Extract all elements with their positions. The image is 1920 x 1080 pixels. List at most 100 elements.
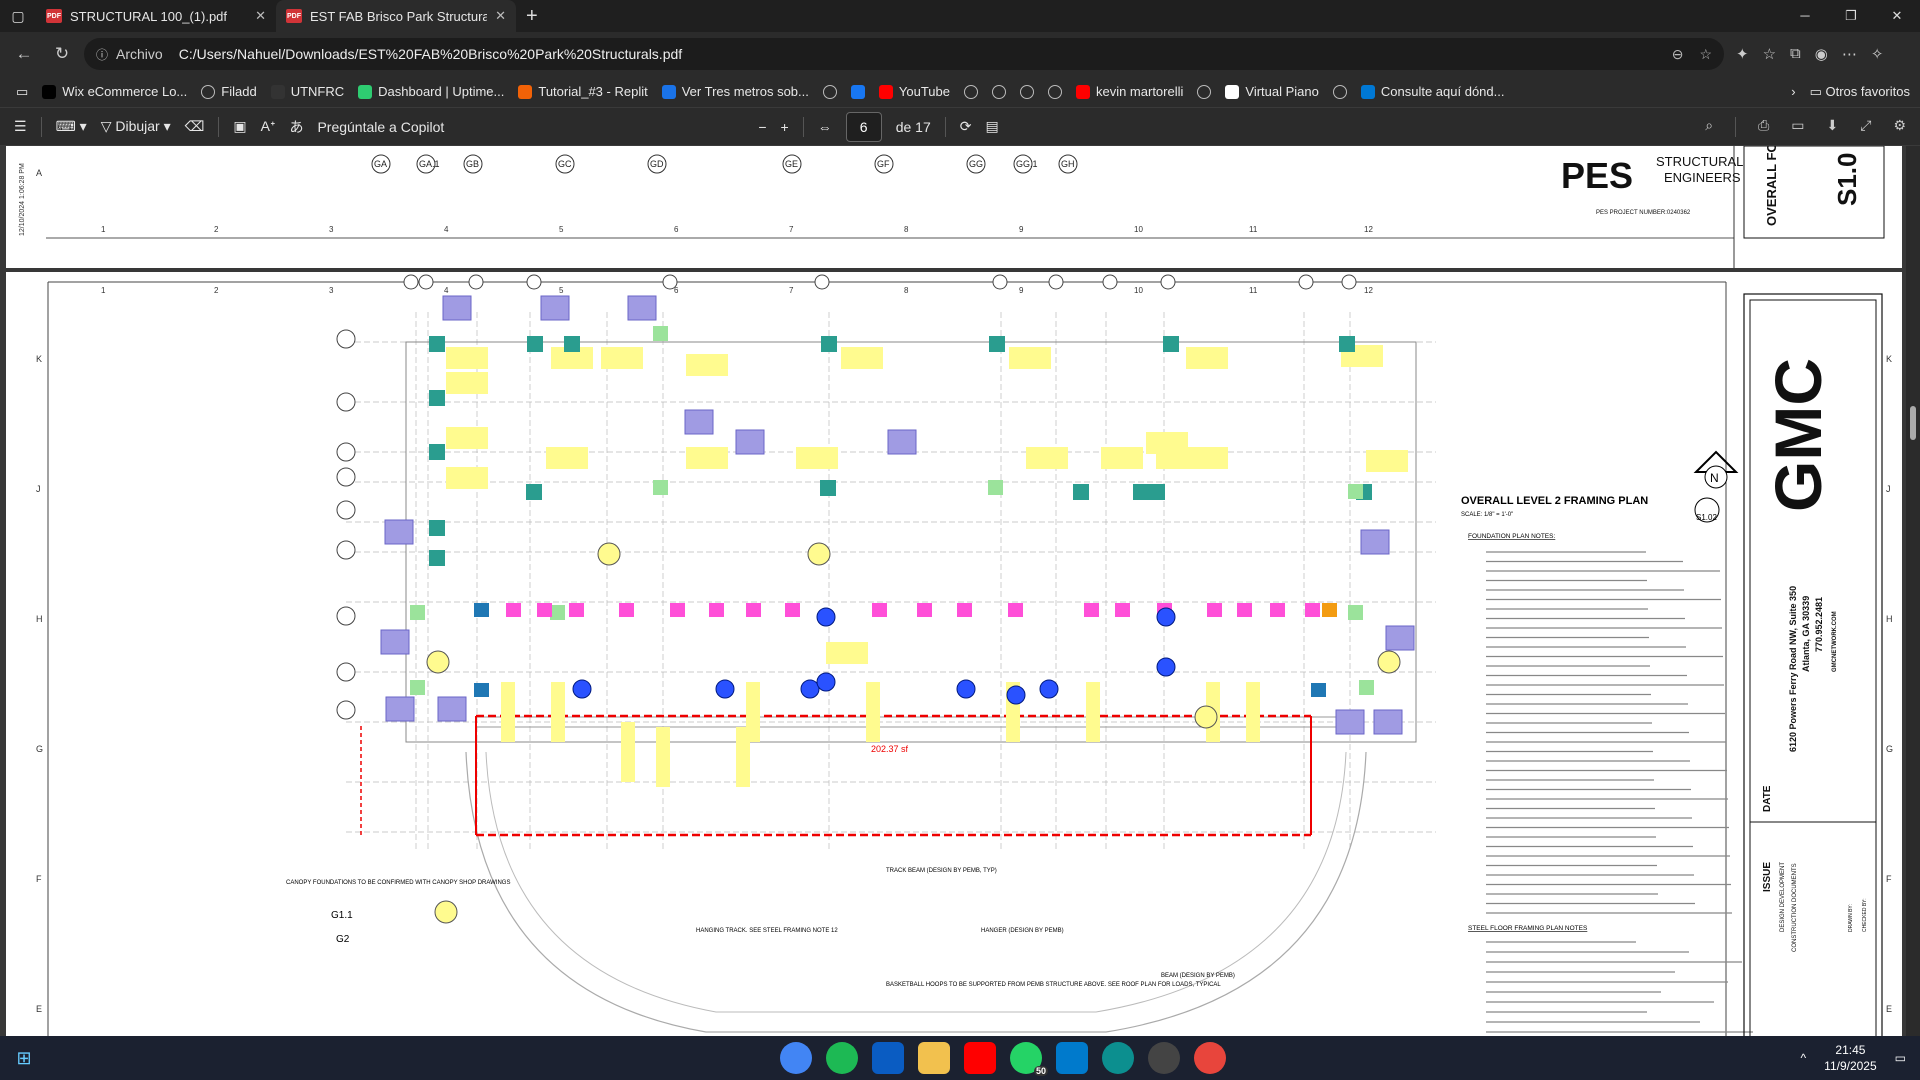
copilot-button[interactable]: Pregúntale a Copilot xyxy=(317,118,445,135)
bookmark-item[interactable]: kevin martorelli xyxy=(1070,84,1189,99)
clock[interactable]: 21:45 11/9/2025 xyxy=(1824,1043,1877,1073)
hanger-note: HANGER (DESIGN BY PEMB) xyxy=(981,928,1064,934)
bookmark-item[interactable]: Virtual Piano xyxy=(1219,84,1324,99)
bookmark-icon xyxy=(1197,84,1212,99)
bookmarks-toggle-icon[interactable]: ▭ xyxy=(16,83,29,99)
bookmark-item[interactable] xyxy=(817,84,843,99)
bookmark-item[interactable] xyxy=(958,84,984,99)
favorites-icon[interactable]: ☆ xyxy=(1762,46,1777,63)
back-icon[interactable]: ← xyxy=(15,44,33,63)
restore-icon[interactable]: ❐ xyxy=(1845,8,1857,23)
close-tab-icon[interactable]: ✕ xyxy=(255,8,266,23)
notifications-icon[interactable]: ▭ xyxy=(1894,1051,1906,1065)
info-icon[interactable]: ⓘ xyxy=(96,47,109,62)
scrollbar-thumb[interactable] xyxy=(1910,406,1916,440)
plan-tag xyxy=(446,467,488,489)
text-icon[interactable]: ▣ xyxy=(233,118,247,134)
column-number: 6 xyxy=(674,225,679,234)
vscode-icon[interactable] xyxy=(1056,1042,1088,1074)
zoom-in-icon[interactable]: + xyxy=(780,118,789,135)
highlight-icon[interactable]: ⌨ ▾ xyxy=(55,118,87,134)
bookmark-item[interactable] xyxy=(986,84,1012,99)
youtube-icon[interactable] xyxy=(964,1042,996,1074)
translate-icon[interactable]: あ xyxy=(289,118,304,135)
collections-icon[interactable]: ⧉ xyxy=(1790,45,1801,62)
mail-icon[interactable] xyxy=(872,1042,904,1074)
bookmark-item[interactable]: Tutorial_#3 - Replit xyxy=(512,84,653,99)
spotify-icon[interactable] xyxy=(826,1042,858,1074)
chevron-right-icon[interactable]: › xyxy=(1791,84,1796,99)
extensions-icon[interactable]: ✦ xyxy=(1736,46,1749,63)
fullscreen-icon[interactable]: ⤢ xyxy=(1860,116,1872,133)
bookmark-item[interactable] xyxy=(1014,84,1040,99)
track-beam-note: TRACK BEAM (DESIGN BY PEMB, TYP) xyxy=(886,868,997,874)
chatgpt-icon[interactable] xyxy=(1148,1042,1180,1074)
plan-tag xyxy=(1146,432,1188,454)
firm-logo: PES xyxy=(1561,155,1633,196)
address-line2: Atlanta, GA 30339 xyxy=(1801,596,1811,672)
bookmark-item[interactable]: Dashboard | Uptime... xyxy=(352,84,510,99)
contents-icon[interactable]: ☰ xyxy=(14,118,27,134)
start-icon[interactable]: ⊞ xyxy=(16,1047,32,1068)
copilot-icon[interactable]: ✧ xyxy=(1870,46,1884,63)
bookmark-item[interactable]: UTNFRC xyxy=(265,84,350,99)
print-icon[interactable]: ⎙ xyxy=(1758,116,1770,133)
zoom-icon[interactable]: ⊖ xyxy=(1671,45,1684,62)
save-icon[interactable]: ▭ xyxy=(1791,116,1805,133)
chrome-profile-icon[interactable] xyxy=(1194,1042,1226,1074)
search-icon[interactable]: ⌕ xyxy=(1705,116,1714,133)
tray-chevron-icon[interactable]: ^ xyxy=(1800,1051,1807,1065)
column-number: 7 xyxy=(789,225,794,234)
bookmark-label: Wix eCommerce Lo... xyxy=(62,84,188,99)
tab-structural-100[interactable]: PDF STRUCTURAL 100_(1).pdf ✕ xyxy=(36,0,276,32)
fit-page-icon[interactable]: ⇔ xyxy=(817,118,832,135)
read-aloud-icon[interactable]: Aᐩ xyxy=(260,118,276,134)
bookmark-item[interactable]: Wix eCommerce Lo... xyxy=(36,84,193,99)
close-window-icon[interactable]: ✕ xyxy=(1891,8,1903,23)
favorite-star-icon[interactable]: ☆ xyxy=(1699,45,1712,62)
page-view-icon[interactable]: ▤ xyxy=(985,118,999,134)
profile-avatar[interactable]: ◉ xyxy=(1814,46,1828,63)
refresh-icon[interactable]: ↻ xyxy=(54,44,70,63)
draw-button[interactable]: ▽ Dibujar ▾ xyxy=(100,118,171,134)
close-tab-icon[interactable]: ✕ xyxy=(495,8,506,23)
address-field[interactable]: ⓘ Archivo C:/Users/Nahuel/Downloads/EST%… xyxy=(84,38,1724,70)
zoom-out-icon[interactable]: − xyxy=(758,118,767,135)
bookmark-item[interactable] xyxy=(1191,84,1217,99)
page-number-input[interactable]: 6 xyxy=(845,111,882,142)
bookmark-item[interactable] xyxy=(1327,84,1353,99)
checked-by: CHECKED BY: xyxy=(1862,898,1868,932)
settings-icon[interactable]: ⚙ xyxy=(1893,116,1906,133)
bookmark-item[interactable]: Consulte aquí dónd... xyxy=(1355,84,1511,99)
bookmark-item[interactable] xyxy=(845,84,871,99)
plan-tag xyxy=(821,336,837,352)
tab-est-fab[interactable]: PDF EST FAB Brisco Park Structurals.pdf … xyxy=(276,0,516,32)
rotate-icon[interactable]: ⟳ xyxy=(959,118,972,134)
bookmark-item[interactable] xyxy=(1042,84,1068,99)
new-tab-button[interactable]: + xyxy=(526,4,538,27)
chrome-icon[interactable] xyxy=(780,1042,812,1074)
bookmark-item[interactable]: YouTube xyxy=(873,84,956,99)
edge-icon[interactable] xyxy=(1102,1042,1134,1074)
vertical-scrollbar[interactable] xyxy=(1906,146,1920,1036)
grid-bubble xyxy=(782,154,802,174)
column-number: 4 xyxy=(444,225,449,234)
minimize-icon[interactable]: ─ xyxy=(1800,8,1810,23)
whatsapp-icon[interactable]: 50 xyxy=(1010,1042,1048,1076)
plan-tag xyxy=(709,603,724,617)
file-explorer-icon[interactable] xyxy=(918,1042,950,1074)
row-letter: H xyxy=(1886,614,1893,624)
row-letter: J xyxy=(1886,484,1891,494)
grid-label: GC xyxy=(558,159,572,169)
other-favorites[interactable]: ▭ Otros favoritos xyxy=(1809,83,1910,99)
window-menu-icon[interactable]: ▢ xyxy=(11,7,25,24)
eraser-icon[interactable]: ⌫ xyxy=(184,118,205,134)
bookmark-item[interactable]: Filadd xyxy=(195,84,262,99)
save-as-icon[interactable]: ⬇ xyxy=(1826,116,1839,133)
plan-tag xyxy=(866,682,880,742)
more-icon[interactable]: ⋯ xyxy=(1841,46,1857,63)
column-marker xyxy=(1156,657,1176,677)
bookmark-item[interactable]: Ver Tres metros sob... xyxy=(656,84,815,99)
